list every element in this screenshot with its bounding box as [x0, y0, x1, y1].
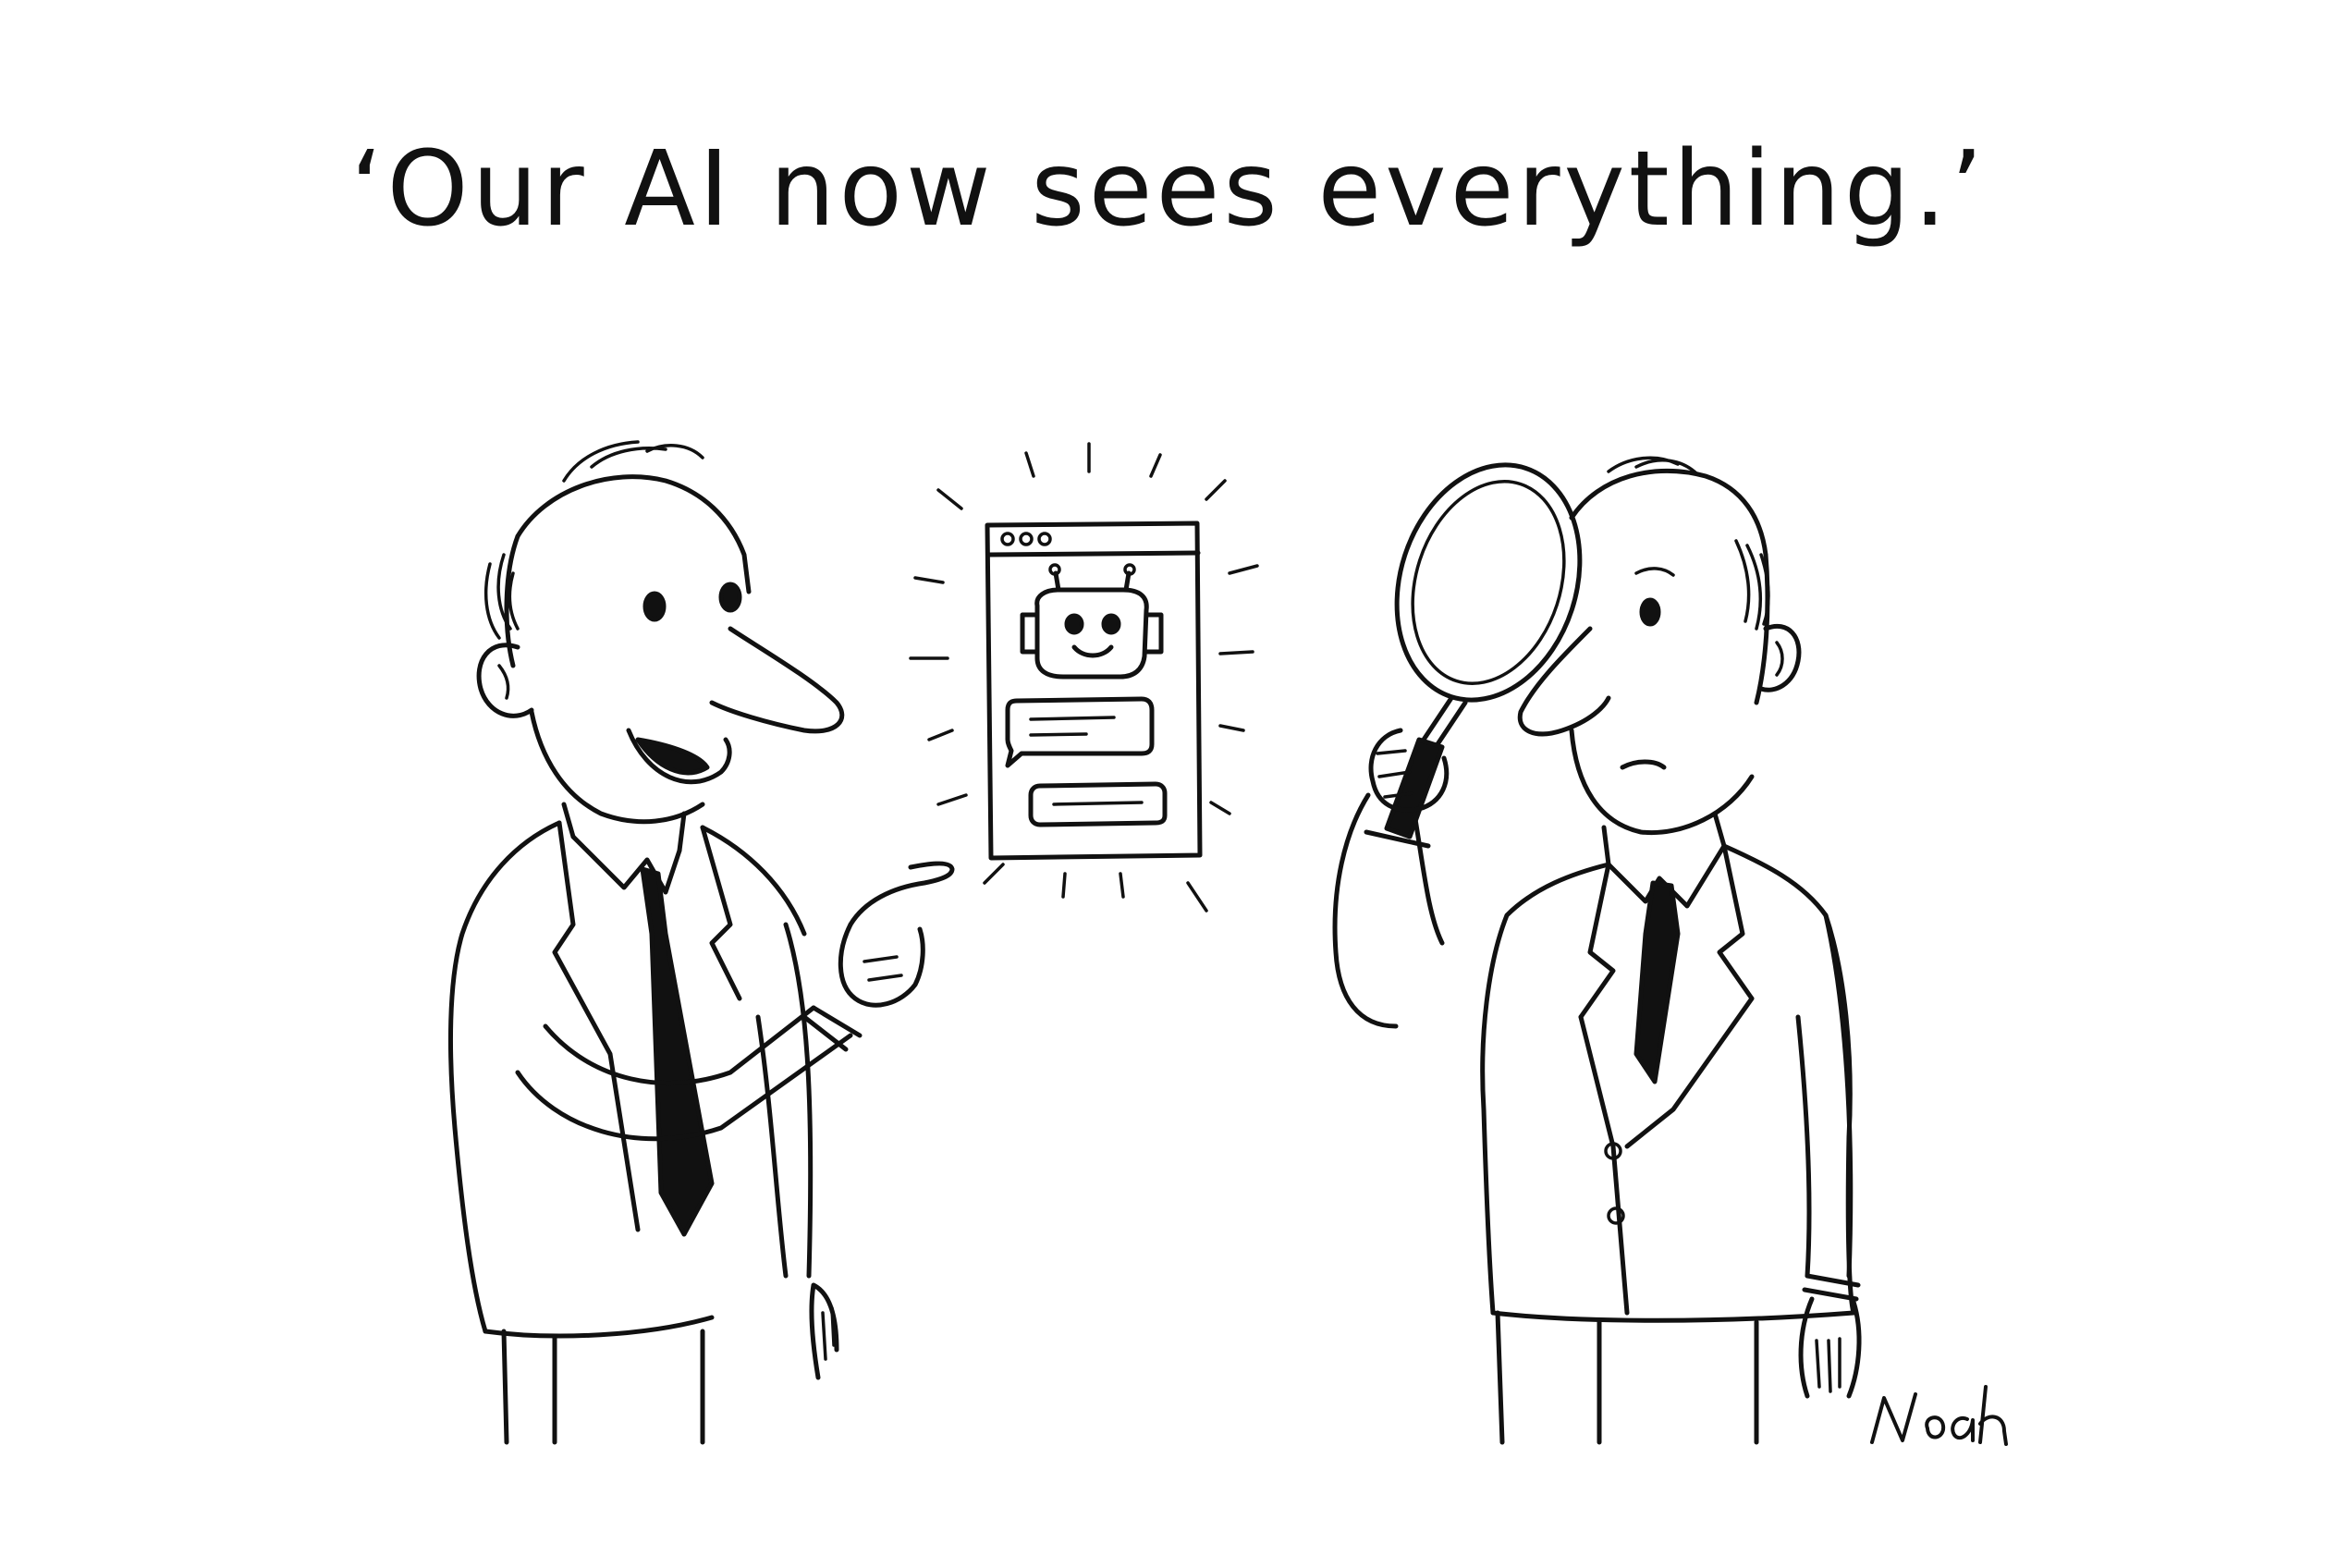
pointing-man	[447, 440, 955, 1445]
magnifying-glass-icon	[1384, 462, 1583, 839]
robot-icon	[1020, 563, 1164, 680]
artist-signature	[1858, 1378, 2062, 1461]
cartoon-caption: ‘Our AI now sees everything.’	[349, 129, 1988, 250]
chat-window-icon	[909, 442, 1259, 913]
skeptical-man	[1332, 456, 1862, 1445]
